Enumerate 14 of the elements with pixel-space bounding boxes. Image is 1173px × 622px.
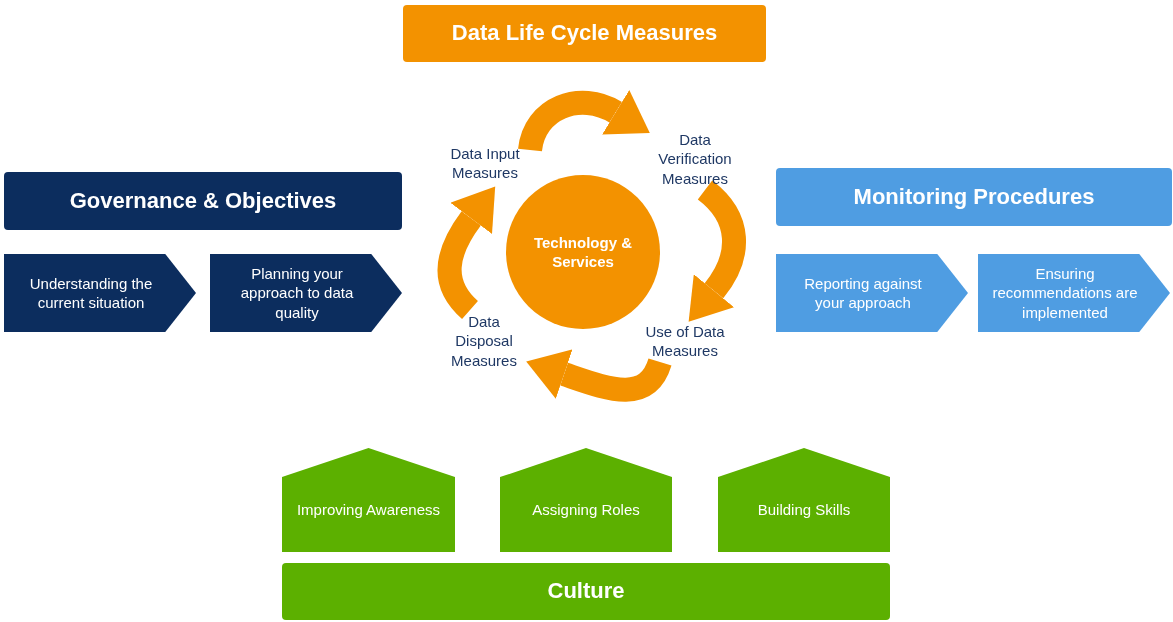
chevron-step: Understanding the current situation [4, 254, 196, 332]
curved-arrow [437, 185, 495, 319]
heading-banner: Data Life Cycle Measures [403, 5, 766, 62]
pillar-block: Assigning Roles [500, 448, 672, 552]
pillar-block: Improving Awareness [282, 448, 455, 552]
chevron-step: Planning your approach to data quality [210, 254, 402, 332]
heading-banner: Governance & Objectives [4, 172, 402, 230]
chevron-step: Ensuring recommendations are implemented [978, 254, 1170, 332]
pillar-block: Building Skills [718, 448, 890, 552]
heading-banner: Monitoring Procedures [776, 168, 1172, 226]
curved-arrow [518, 89, 652, 153]
chevron-step: Reporting against your approach [776, 254, 968, 332]
base-band: Culture [282, 563, 890, 620]
curved-arrow [526, 349, 672, 402]
